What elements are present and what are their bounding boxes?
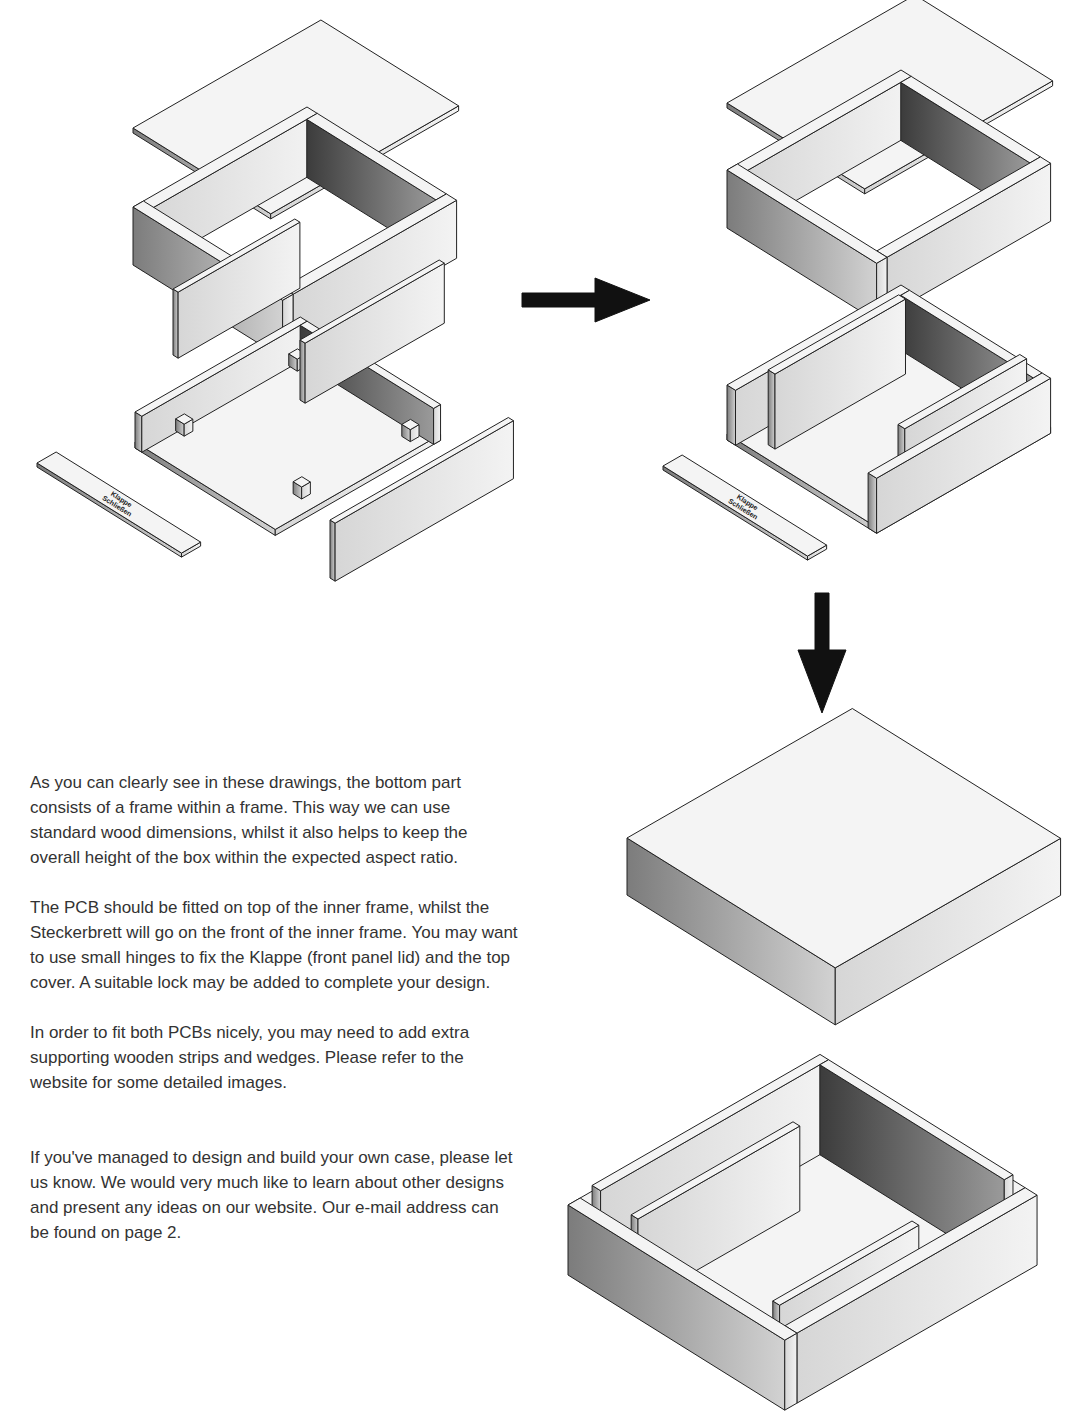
flow-arrow [522,278,650,322]
lid-frame [727,70,1051,321]
illustration-part [727,385,736,445]
illustration-part [330,520,335,581]
illustration-part [173,219,300,292]
illustration-part [627,709,1061,968]
flow-arrow [798,593,846,713]
illustration-part [173,289,178,358]
base-frame [727,285,1051,533]
illustration-part [868,473,877,533]
illustration-part [293,477,310,487]
illustration-part [434,404,441,444]
klappe-strip [37,452,201,557]
illustration-part [176,414,193,424]
illustration-part [142,321,307,452]
closed-lid [627,709,1061,1025]
illustration-part [402,419,419,429]
side-panel [330,418,513,582]
illustration-part [775,299,906,449]
body-paragraph: As you can clearly see in these drawings… [30,770,520,870]
illustration-part [768,295,905,374]
illustration-part [768,370,775,449]
klappe-strip [663,455,827,560]
illustration-part [785,1188,1037,1333]
illustration-part [135,317,307,416]
illustration-part [820,1060,1013,1180]
body-paragraph: In order to fit both PCBs nicely, you ma… [30,1020,520,1095]
illustration-part [785,1333,797,1410]
illustration-part [135,412,142,452]
illustration-part [330,418,513,524]
illustration-part [300,340,305,403]
illustration-part [305,263,444,403]
illustration-part [300,260,444,343]
inner-panel [300,260,444,403]
body-paragraph: If you've managed to design and build yo… [30,1145,520,1245]
illustration-part [568,1198,797,1340]
illustration-part [631,1122,800,1219]
illustration-part [868,373,1051,478]
body-paragraph: The PCB should be fitted on top of the i… [30,895,520,995]
assembled-base [568,1054,1037,1410]
text-column: As you can clearly see in these drawings… [30,770,520,1245]
illustration-part [335,421,513,582]
